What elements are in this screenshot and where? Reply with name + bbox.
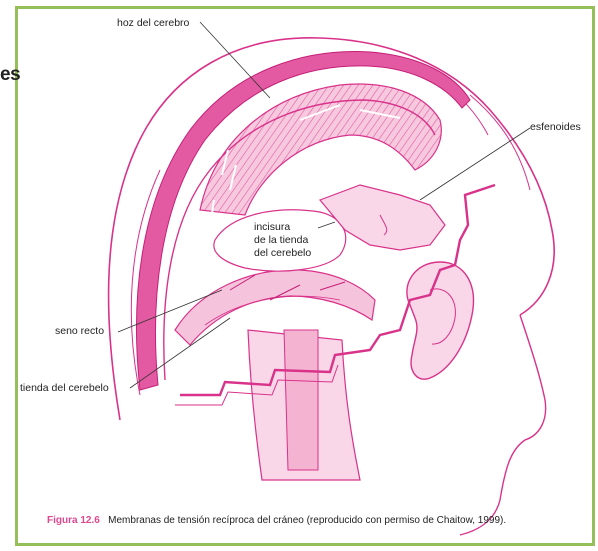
label-hoz-del-cerebro: hoz del cerebro	[117, 17, 189, 29]
label-incisura-line1: incisura	[254, 221, 290, 233]
label-incisura-line3: del cerebelo	[254, 247, 311, 259]
ear-shape	[407, 262, 474, 379]
label-seno-recto: seno recto	[55, 325, 104, 337]
figure-caption: Figura 12.6 Membranas de tensión recípro…	[47, 515, 587, 527]
caption-text: Membranas de tensión recíproca del cráne…	[108, 515, 506, 526]
label-esfenoides: esfenoides	[530, 121, 581, 133]
label-tienda-del-cerebelo: tienda del cerebelo	[20, 382, 109, 394]
figure-number: Figura 12.6	[47, 515, 100, 526]
face-profile	[460, 315, 546, 535]
label-incisura-line2: de la tienda	[254, 234, 308, 246]
spinal-canal	[284, 330, 318, 470]
